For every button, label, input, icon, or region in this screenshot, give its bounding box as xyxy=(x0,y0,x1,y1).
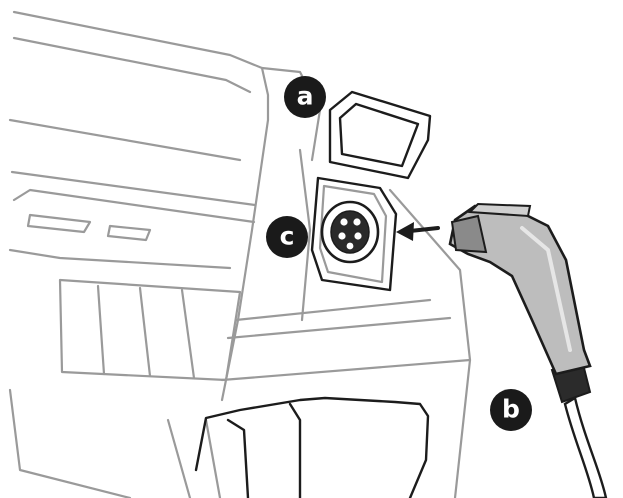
insert-arrow xyxy=(396,222,440,241)
motorcycle-outline xyxy=(8,10,472,498)
charge-port-cover xyxy=(328,90,432,180)
front-housing xyxy=(194,396,430,498)
callout-b: b xyxy=(490,389,532,431)
callout-a: a xyxy=(284,76,326,118)
svg-text:a: a xyxy=(297,82,314,111)
charging-cable xyxy=(563,396,608,498)
svg-text:b: b xyxy=(502,395,520,424)
callout-c: c xyxy=(266,216,308,258)
charging-port xyxy=(310,176,398,292)
svg-text:c: c xyxy=(280,222,295,251)
plug-head xyxy=(450,214,488,254)
charging-plug xyxy=(448,202,608,498)
